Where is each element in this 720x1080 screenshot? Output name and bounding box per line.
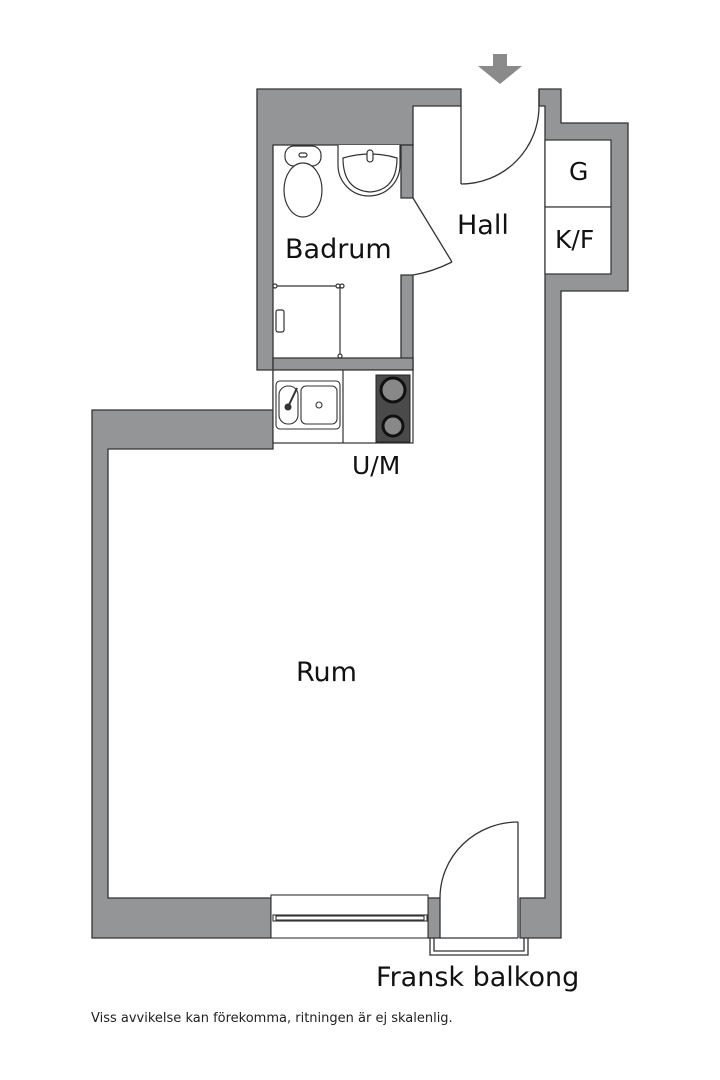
label-fransk-balkong: Fransk balkong xyxy=(376,962,580,993)
label-garderob: G xyxy=(569,157,589,186)
room-label-badrum: Badrum xyxy=(285,234,392,265)
label-kyl-frys: K/F xyxy=(555,225,595,254)
toilet-icon xyxy=(283,145,323,218)
disclaimer-text: Viss avvikelse kan förekomma, ritningen … xyxy=(91,1011,453,1026)
entrance-door xyxy=(460,89,540,185)
room-label-rum: Rum xyxy=(296,657,357,688)
washbasin-icon xyxy=(337,145,401,197)
label-diskmaskin: U/M xyxy=(352,451,401,480)
closet-g xyxy=(544,139,612,208)
kitchen-sink-icon xyxy=(275,380,341,430)
stove-icon xyxy=(375,374,411,443)
shower-icon xyxy=(272,283,345,359)
balcony-door xyxy=(429,821,529,956)
room-label-hall: Hall xyxy=(457,210,509,241)
bathroom-door xyxy=(412,197,453,276)
closets xyxy=(544,139,612,275)
entrance-arrow-icon xyxy=(478,54,522,84)
closet-kf xyxy=(544,206,612,275)
window xyxy=(270,894,429,939)
